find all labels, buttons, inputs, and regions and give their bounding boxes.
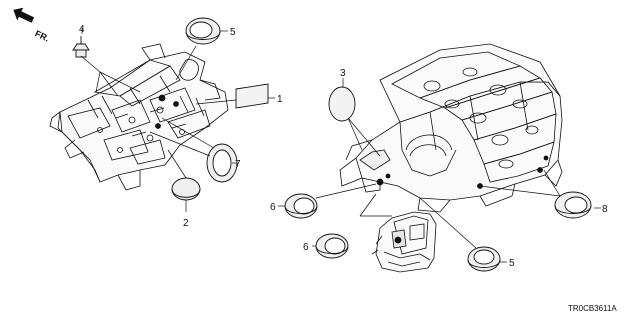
callout-2: 2 (183, 218, 189, 229)
callout-3: 3 (340, 68, 346, 79)
part-clip-4 (72, 36, 90, 58)
part-grommet-6-upper (284, 193, 318, 219)
callout-6-upper: 6 (270, 202, 276, 213)
part-grommet-6-lower (315, 233, 349, 259)
part-sheet-1 (235, 83, 269, 109)
callout-8: 8 (602, 204, 608, 215)
callout-7: 7 (235, 159, 241, 170)
part-grommet-2 (171, 177, 201, 201)
part-seal-3 (328, 86, 356, 122)
diagram-code: TR0CB3611A (568, 304, 617, 313)
callout-5-top: 5 (230, 27, 236, 38)
callout-6-lower: 6 (303, 242, 309, 253)
leader-lines-left (80, 28, 275, 212)
rear-body-assembly (339, 43, 563, 213)
part-grommet-5-bottom (467, 246, 501, 272)
floor-dash-assembly (49, 43, 229, 191)
front-direction-arrow: FR. (13, 7, 51, 44)
part-grommet-5-top (185, 17, 221, 45)
callout-5-bottom: 5 (509, 258, 515, 269)
callout-4: 4 (79, 24, 85, 35)
callout-1: 1 (277, 94, 283, 105)
wheelhouse-inset (359, 193, 437, 273)
leader-lines-right (278, 78, 601, 263)
part-grommet-8 (554, 191, 592, 219)
front-direction-label: FR. (33, 28, 50, 43)
part-grommet-7 (206, 143, 238, 183)
